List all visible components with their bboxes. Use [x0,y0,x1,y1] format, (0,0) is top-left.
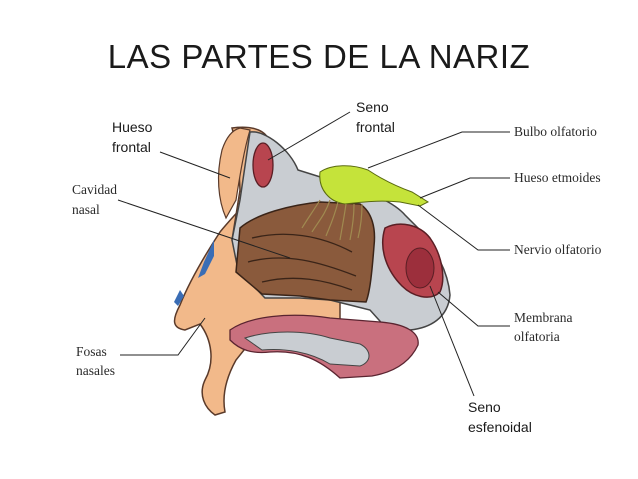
leader-fosas-nasales [120,317,206,356]
turbinate-line-2 [247,257,357,277]
leader-membrana-olfatoria [437,291,510,327]
label-seno-esfenoidal: Seno esfenoidal [468,399,532,435]
label-fosas-nasales: Fosas nasales [76,344,115,378]
turbinate-line-3 [261,277,353,291]
sphenoid-sinus-inner [405,247,435,289]
leader-bulbo-olfatorio [367,131,510,169]
label-seno-frontal: Seno frontal [356,99,395,135]
leader-hueso-frontal [159,151,231,179]
label-hueso-etmoides: Hueso etmoides [514,170,601,185]
nasal-cavity [235,201,376,303]
leader-hueso-etmoides [419,177,510,199]
nostril-mark-lower [174,290,184,306]
frontal-sinus [252,142,274,188]
olfactory-nerve-fibers [301,199,363,241]
leader-nervio-olfatorio [417,204,510,251]
nostril-mark-upper [198,240,214,278]
label-cavidad-nasal: Cavidad nasal [72,182,120,217]
leader-seno-frontal [267,111,351,161]
turbinate-line-1 [251,233,353,253]
leader-cavidad-nasal [117,199,291,259]
label-hueso-frontal: Hueso frontal [112,119,156,155]
palate-bone [243,331,370,367]
olfactory-bulb [319,165,430,207]
label-bulbo-olfatorio: Bulbo olfatorio [514,124,597,139]
forehead-skin [217,127,251,220]
label-membrana-olfatoria: Membrana olfatoria [514,310,576,344]
leader-seno-esfenoidal [429,285,475,397]
page-title: LAS PARTES DE LA NARIZ [107,38,531,75]
label-nervio-olfatorio: Nervio olfatorio [514,242,602,257]
